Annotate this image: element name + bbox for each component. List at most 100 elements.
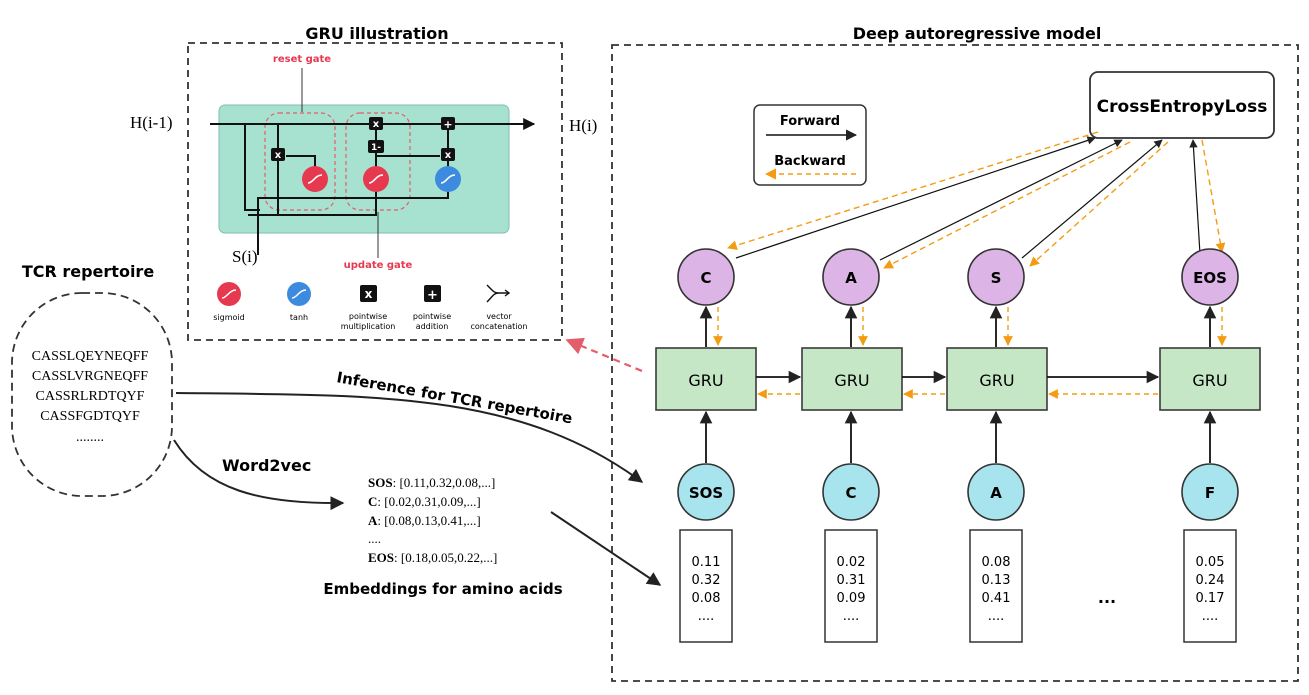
model-panel: Deep autoregressive model CrossEntropyLo… [611, 24, 1299, 682]
svg-text:GRU: GRU [688, 371, 723, 390]
embeddings-caption: Embeddings for amino acids [323, 580, 562, 598]
sigmoid-reset-icon [302, 166, 328, 192]
op-one-minus: 1- [368, 140, 384, 153]
sigmoid-update-icon [363, 166, 389, 192]
loss-box [1089, 71, 1275, 139]
svg-text:0.24: 0.24 [1196, 573, 1225, 588]
legend-concat-line1: vector [486, 312, 512, 321]
embedding-box-1: 0.02 0.31 0.09 .... [824, 529, 878, 643]
s-input-label: S(i) [232, 247, 258, 266]
output-node-0: C [677, 248, 735, 306]
repertoire-title: TCR repertoire [22, 262, 155, 281]
svg-text:SOS: SOS [689, 484, 723, 502]
legend-tanh-icon [287, 282, 311, 306]
embedding-row-0: SOS: [0.11,0.32,0.08,...] [368, 475, 495, 490]
svg-text:0.09: 0.09 [837, 591, 866, 606]
svg-text:1-: 1- [371, 143, 381, 153]
repertoire-group: TCR repertoire CASSLQEYNEQFF CASSLVRGNEQ… [11, 262, 173, 497]
input-node-3: F [1181, 463, 1239, 521]
svg-text:+: + [427, 288, 438, 303]
repertoire-seq-3: CASSFGDTQYF [40, 409, 140, 424]
update-gate-outline [345, 112, 411, 211]
svg-text:x: x [275, 150, 282, 161]
embedding-list: SOS: [0.11,0.32,0.08,...] C: [0.02,0.31,… [368, 475, 497, 565]
word2vec-label: Word2vec [222, 456, 311, 475]
repertoire-outline [11, 292, 173, 497]
model-panel-title: Deep autoregressive model [853, 24, 1102, 43]
gru-cell-body [218, 104, 510, 234]
svg-text:GRU: GRU [979, 371, 1014, 390]
gru-panel-border [187, 42, 563, 341]
repertoire-seq-1: CASSLVRGNEQFF [32, 369, 148, 384]
legend-concat-icon [486, 284, 511, 303]
op-mult-update: x [369, 117, 383, 130]
model-panel-border [611, 44, 1299, 682]
svg-text:0.13: 0.13 [982, 573, 1011, 588]
svg-text:....: .... [988, 609, 1005, 624]
input-node-2: A [967, 463, 1025, 521]
svg-text:A: A [845, 269, 857, 287]
svg-text:....: .... [843, 609, 860, 624]
output-node-3: EOS [1181, 248, 1239, 306]
input-gru-arrows [699, 410, 1217, 463]
svg-text:0.31: 0.31 [837, 573, 866, 588]
svg-text:F: F [1205, 484, 1215, 502]
repertoire-seq-2: CASSRLRDTQYF [36, 389, 145, 404]
svg-text:0.08: 0.08 [982, 555, 1011, 570]
gru-cell-1: GRU [801, 347, 903, 411]
svg-text:x: x [373, 119, 380, 130]
svg-text:EOS: EOS [1193, 269, 1227, 287]
svg-text:0.02: 0.02 [837, 555, 866, 570]
legend-add-line2: addition [416, 322, 449, 331]
loss-connections [727, 131, 1226, 269]
direction-legend-box [753, 104, 867, 186]
embedding-row-3: .... [368, 531, 381, 546]
gru-horizontal-arrows [756, 370, 1160, 399]
word2vec-arrow [173, 439, 345, 511]
legend-forward-label: Forward [780, 114, 840, 129]
gru-cell-2: GRU [946, 347, 1048, 411]
svg-text:GRU: GRU [834, 371, 869, 390]
embedding-box-3: 0.05 0.24 0.17 .... [1183, 529, 1237, 643]
svg-text:C: C [845, 484, 856, 502]
svg-text:x: x [445, 150, 452, 161]
gru-panel-title: GRU illustration [305, 24, 448, 43]
embedding-row-4: EOS: [0.18,0.05,0.22,...] [368, 550, 497, 565]
h-curr-label: H(i) [569, 116, 597, 135]
svg-text:0.41: 0.41 [982, 591, 1011, 606]
svg-text:....: .... [1202, 609, 1219, 624]
inference-arrow [175, 392, 644, 483]
legend-mult-icon: x [360, 285, 377, 302]
legend-mult-line2: multiplication [341, 322, 396, 331]
op-mult-reset: x [271, 148, 285, 161]
svg-text:GRU: GRU [1192, 371, 1227, 390]
embedding-box-0: 0.11 0.32 0.08 .... [679, 529, 733, 643]
svg-text:S: S [991, 269, 1002, 287]
gru-cell-3: GRU [1159, 347, 1261, 411]
embedding-row-1: C: [0.02,0.31,0.09,...] [368, 494, 481, 509]
update-gate-label: update gate [344, 260, 413, 271]
legend-tanh-label: tanh [290, 313, 308, 322]
gru-detail-arrow [565, 337, 643, 373]
embedding-to-model-arrow [550, 511, 662, 586]
repertoire-seq-4: ........ [76, 430, 104, 445]
gru-wiring [244, 118, 449, 255]
legend-backward-label: Backward [774, 154, 846, 169]
reset-gate-label: reset gate [273, 54, 331, 65]
legend-add-line1: pointwise [413, 312, 451, 321]
embedding-box-2: 0.08 0.13 0.41 .... [969, 529, 1023, 643]
reset-gate-outline [264, 112, 336, 211]
input-node-0: SOS [677, 463, 735, 521]
repertoire-seq-0: CASSLQEYNEQFF [32, 349, 149, 364]
output-node-1: A [822, 248, 880, 306]
embedding-row-2: A: [0.08,0.13,0.41,...] [368, 513, 481, 528]
svg-text:+: + [443, 118, 452, 131]
legend-add-icon: + [424, 285, 441, 303]
legend-concat-line2: concatenation [470, 322, 527, 331]
output-node-2: S [967, 248, 1025, 306]
legend-sigmoid-label: sigmoid [213, 313, 244, 322]
svg-text:x: x [365, 287, 373, 301]
op-add: + [441, 117, 455, 131]
svg-text:C: C [700, 269, 711, 287]
